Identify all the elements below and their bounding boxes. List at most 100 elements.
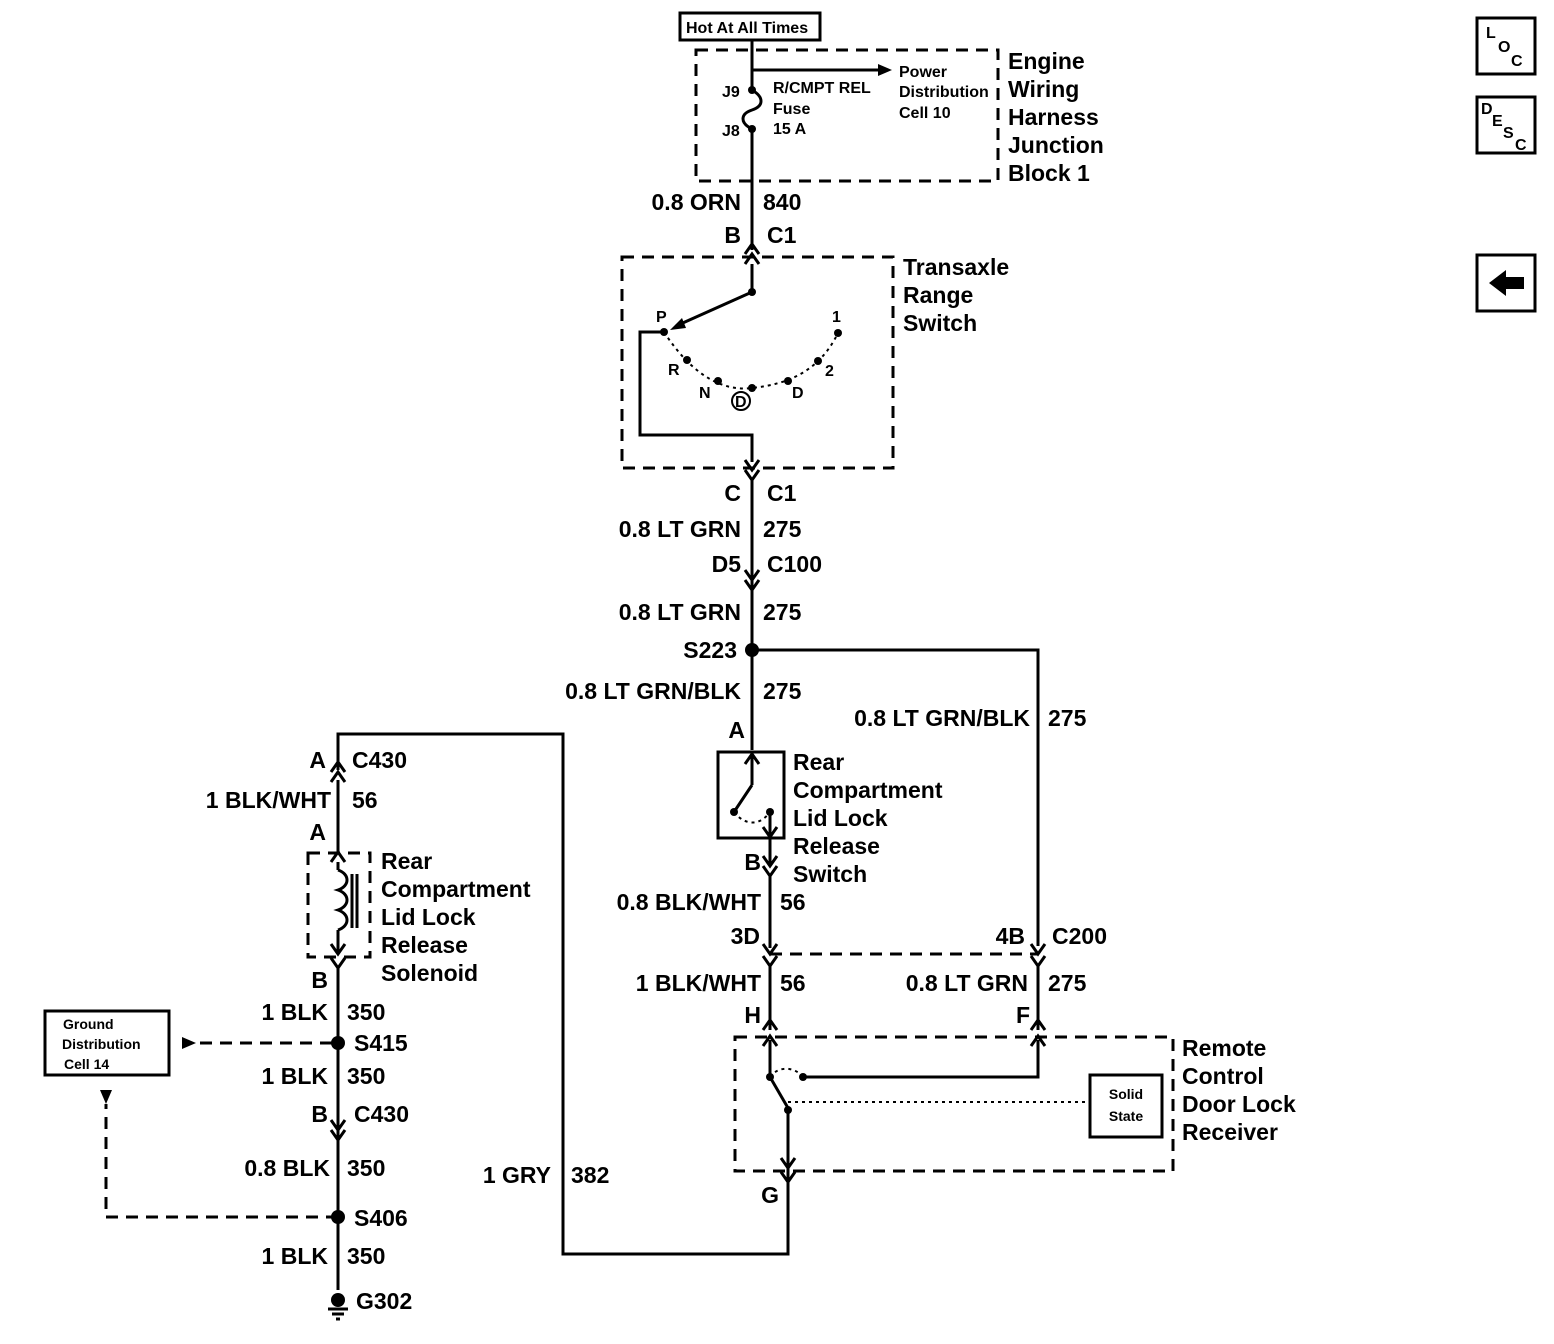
- position-1: 1: [832, 309, 841, 326]
- svg-text:Hot At All Times: Hot At All Times: [686, 20, 808, 37]
- connector-a-switch: A: [728, 717, 745, 743]
- ground-dist-up-arrow-icon: [100, 1090, 112, 1104]
- power-dist-3: Cell 10: [899, 105, 951, 122]
- back-arrow-icon: [1489, 270, 1524, 296]
- ground-g302-label: G302: [356, 1288, 412, 1314]
- connector-d5: D5: [712, 551, 742, 577]
- circuit-275b: 275: [763, 599, 802, 625]
- position-d-circled: D: [735, 394, 747, 411]
- wire-350a-label: 1 BLK: [262, 999, 329, 1025]
- wire-56c-label: 1 BLK/WHT: [636, 970, 761, 996]
- release-switch-1: Rear: [793, 749, 844, 775]
- loc-l: L: [1486, 25, 1496, 42]
- solenoid-1: Rear: [381, 848, 432, 874]
- receiver-outline: [733, 1035, 1175, 1173]
- receiver-2: Control: [1182, 1063, 1264, 1089]
- solenoid-5: Solenoid: [381, 960, 478, 986]
- connector-f: F: [1016, 1002, 1030, 1028]
- desc-s: S: [1503, 125, 1514, 142]
- circuit-56b: 56: [780, 889, 806, 915]
- circuit-275e: 275: [1048, 970, 1087, 996]
- selector-arrow-icon: [670, 318, 686, 330]
- connector-3d: 3D: [731, 923, 760, 949]
- pin-j9: J9: [722, 84, 740, 101]
- release-switch-3: Lid Lock: [793, 805, 888, 831]
- power-dist-2: Distribution: [899, 84, 989, 101]
- loc-button[interactable]: L O C: [1475, 16, 1537, 76]
- loc-c: C: [1511, 53, 1523, 70]
- desc-button[interactable]: D E S C: [1475, 95, 1537, 155]
- connector-g: G: [761, 1182, 779, 1208]
- solenoid-4: Release: [381, 932, 468, 958]
- connector-a-solenoid: A: [309, 819, 326, 845]
- svg-text:Solid: Solid: [1109, 1086, 1143, 1102]
- fuse-icon: [741, 88, 763, 131]
- svg-text:State: State: [1109, 1108, 1143, 1124]
- block-name-4: Junction: [1008, 132, 1104, 158]
- trs-name-2: Range: [903, 282, 973, 308]
- splice-s406-label: S406: [354, 1205, 408, 1231]
- wire-275b-label: 0.8 LT GRN: [619, 599, 741, 625]
- wire-275e-label: 0.8 LT GRN: [906, 970, 1028, 996]
- wire-56b-label: 0.8 BLK/WHT: [617, 889, 761, 915]
- connector-c1-bottom: C1: [767, 480, 797, 506]
- junction-block-outline: [694, 48, 1000, 183]
- connector-c1-top: C1: [767, 222, 797, 248]
- solenoid-coil-icon: [333, 868, 349, 932]
- connector-c100: C100: [767, 551, 822, 577]
- wire-350c-label: 0.8 BLK: [244, 1155, 330, 1181]
- circuit-350c: 350: [347, 1155, 385, 1181]
- circuit-350b: 350: [347, 1063, 385, 1089]
- wire-350d-label: 1 BLK: [262, 1243, 329, 1269]
- circuit-840: 840: [763, 189, 801, 215]
- circuit-350a: 350: [347, 999, 385, 1025]
- power-distribution-arrow-icon: [878, 64, 892, 76]
- splice-s415: [331, 1036, 345, 1050]
- circuit-275a: 275: [763, 516, 802, 542]
- block-name-5: Block 1: [1008, 160, 1090, 186]
- receiver-1: Remote: [1182, 1035, 1266, 1061]
- solenoid-2: Compartment: [381, 876, 531, 902]
- desc-c: C: [1515, 137, 1527, 154]
- position-d-circle: [731, 391, 751, 411]
- wire-56a-label: 1 BLK/WHT: [206, 787, 331, 813]
- circuit-275c: 275: [763, 678, 802, 704]
- wire-382-label: 1 GRY: [483, 1162, 551, 1188]
- ground-dist-arrow-icon: [182, 1037, 196, 1049]
- ground-g302-icon: [328, 1293, 348, 1321]
- fuse-word: Fuse: [773, 101, 810, 118]
- pin-j8: J8: [722, 123, 740, 140]
- circuit-382: 382: [571, 1162, 609, 1188]
- position-r: R: [668, 362, 680, 379]
- trs-name-1: Transaxle: [903, 254, 1009, 280]
- loc-o: O: [1498, 39, 1510, 56]
- connector-b: B: [724, 222, 741, 248]
- wire-275d-label: 0.8 LT GRN/BLK: [854, 705, 1030, 731]
- desc-e: E: [1492, 113, 1503, 130]
- wire-275c-label: 0.8 LT GRN/BLK: [565, 678, 741, 704]
- back-button[interactable]: [1475, 253, 1537, 313]
- trs-name-3: Switch: [903, 310, 977, 336]
- solenoid-3: Lid Lock: [381, 904, 476, 930]
- block-name-1: Engine: [1008, 48, 1085, 74]
- connector-4b: 4B: [996, 923, 1025, 949]
- wire-350b-label: 1 BLK: [262, 1063, 329, 1089]
- connector-a-c430: A: [309, 747, 326, 773]
- connector-c200: C200: [1052, 923, 1107, 949]
- circuit-275d: 275: [1048, 705, 1087, 731]
- power-dist-1: Power: [899, 64, 947, 81]
- receiver-3: Door Lock: [1182, 1091, 1296, 1117]
- position-p: P: [656, 309, 667, 326]
- connector-b-switch: B: [744, 849, 761, 875]
- connector-c430-bottom: C430: [354, 1101, 409, 1127]
- circuit-56a: 56: [352, 787, 378, 813]
- splice-s223-label: S223: [683, 637, 737, 663]
- circuit-350d: 350: [347, 1243, 385, 1269]
- position-2: 2: [825, 363, 834, 380]
- release-switch-5: Switch: [793, 861, 867, 887]
- fuse-amp: 15 A: [773, 121, 807, 138]
- block-name-3: Harness: [1008, 104, 1099, 130]
- splice-s415-label: S415: [354, 1030, 408, 1056]
- svg-text:Cell 14: Cell 14: [64, 1056, 109, 1072]
